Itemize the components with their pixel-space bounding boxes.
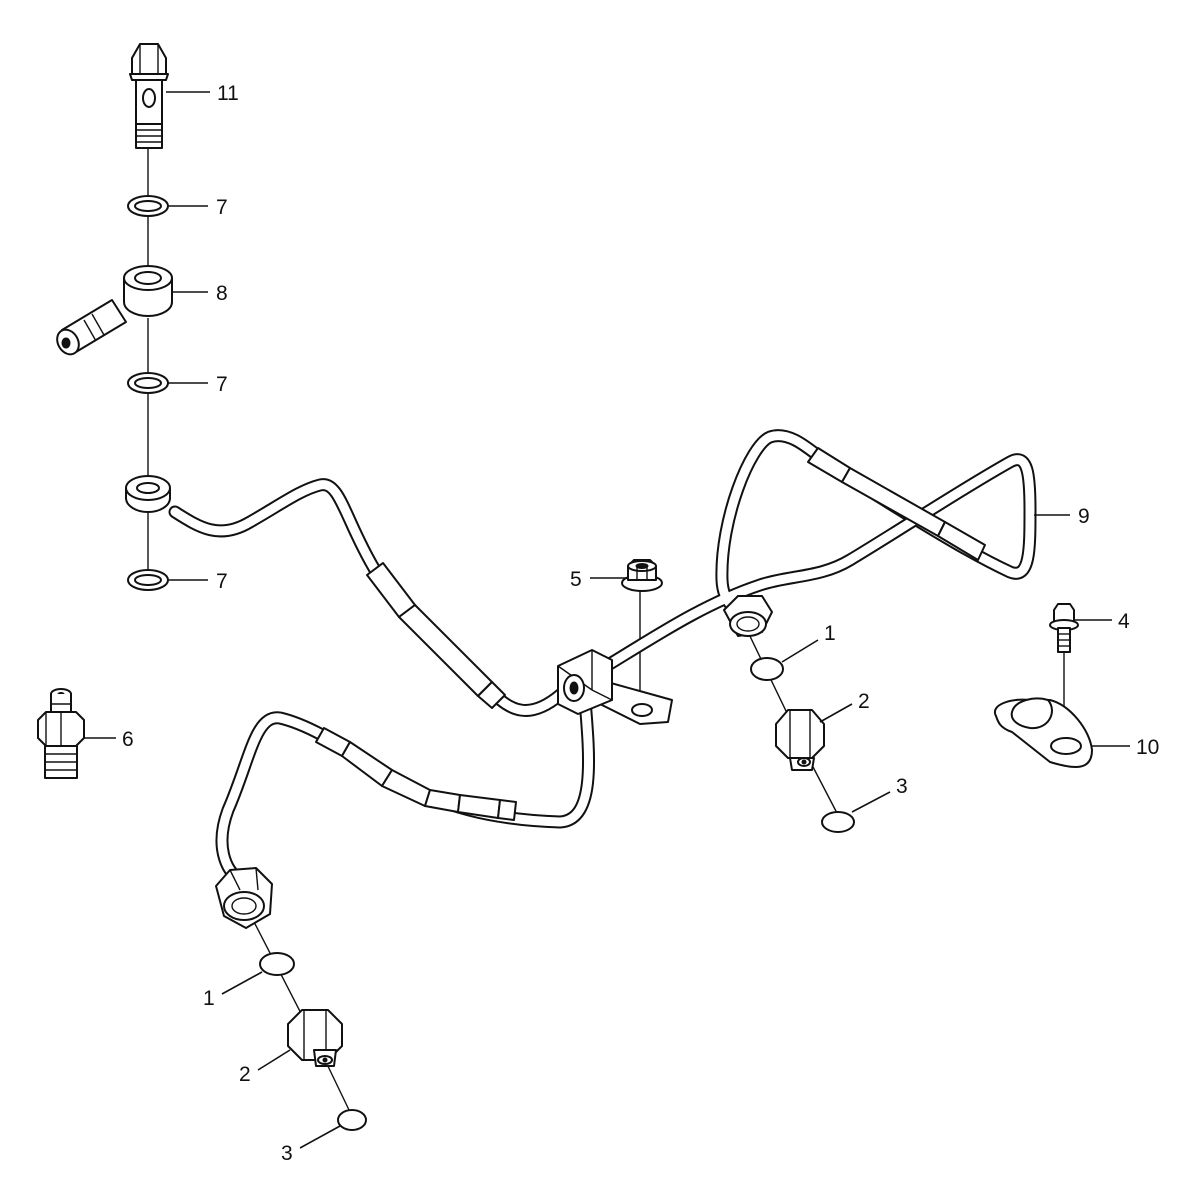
- check-valve-right: [775, 709, 825, 771]
- hose-connector: [37, 688, 85, 779]
- callout-2-left: 2: [239, 1063, 251, 1086]
- callout-7-middle: 7: [216, 373, 228, 396]
- o-ring-right: [750, 657, 784, 681]
- callout-4: 4: [1118, 610, 1130, 633]
- callout-9: 9: [1078, 505, 1090, 528]
- banjo-fitting: [56, 265, 173, 356]
- fuel-pipe-assembly: [125, 429, 1037, 929]
- pipe-clamp-bracket: [557, 649, 673, 725]
- callout-10: 10: [1136, 736, 1159, 759]
- callout-1-left: 1: [203, 987, 215, 1010]
- sealing-washer-top: [127, 195, 169, 217]
- callout-7-top: 7: [216, 196, 228, 219]
- flange-bolt: [1049, 603, 1079, 653]
- seal-ring-right: [821, 811, 855, 833]
- callout-labels: 11 7 8 7 7 5 9 4 6 1 2 3 10 1 2 3: [122, 82, 1159, 1165]
- callout-6: 6: [122, 728, 134, 751]
- callout-1-right: 1: [824, 622, 836, 645]
- seal-ring-left: [337, 1109, 367, 1131]
- banjo-bolt: [129, 43, 169, 149]
- callout-5: 5: [570, 568, 582, 591]
- check-valve-left: [287, 1009, 343, 1067]
- callout-3-right: 3: [896, 775, 908, 798]
- sealing-washer-middle: [127, 372, 169, 394]
- callout-3-left: 3: [281, 1142, 293, 1165]
- flange-nut: [621, 559, 663, 592]
- leader-lines: [84, 91, 1130, 1149]
- pipe-p-clip: [993, 697, 1093, 768]
- o-ring-left: [259, 952, 295, 976]
- callout-11: 11: [217, 82, 239, 105]
- sealing-washer-bottom: [127, 569, 169, 591]
- callout-8: 8: [216, 282, 228, 305]
- callout-7-bottom: 7: [216, 570, 228, 593]
- callout-2-right: 2: [858, 690, 870, 713]
